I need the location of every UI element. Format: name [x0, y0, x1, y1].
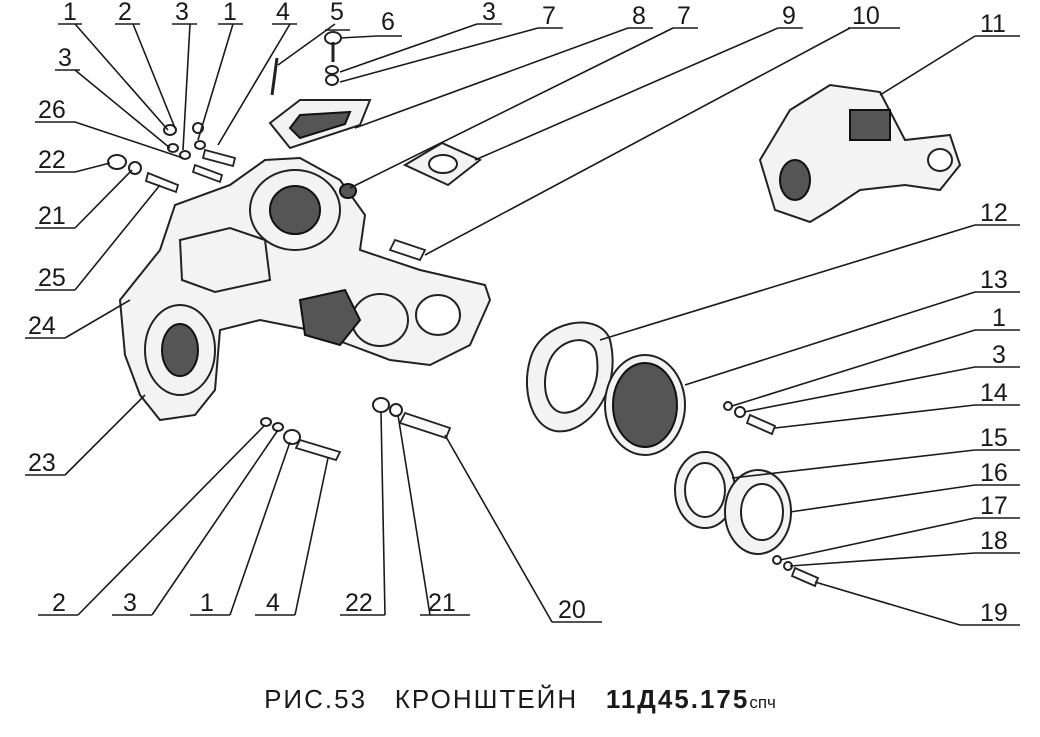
callout-20: 20	[558, 596, 586, 624]
part-code: 11Д45.175	[605, 684, 750, 714]
assembled-bracket-view	[758, 83, 962, 224]
figure-title: КРОНШТЕЙН	[394, 684, 579, 714]
callout-19: 19	[980, 599, 1008, 627]
callout-22: 22	[38, 146, 66, 174]
callout-1: 1	[63, 0, 77, 26]
figure-caption: РИС.53 КРОНШТЕЙН 11Д45.175спч	[0, 684, 1040, 715]
main-bracket-housing	[118, 156, 492, 422]
callout-3: 3	[123, 589, 137, 617]
leader-lines	[25, 23, 1020, 626]
slotted-plate	[268, 99, 372, 150]
callout-15: 15	[980, 424, 1008, 452]
ring-gasket-15	[674, 451, 736, 529]
upper-left-fastener-set	[107, 122, 237, 194]
code-suffix: спч	[749, 693, 776, 712]
callout-11: 11	[980, 10, 1006, 38]
callout-2: 2	[52, 589, 66, 617]
callout-16: 16	[980, 459, 1008, 487]
callout-7: 7	[677, 2, 691, 30]
callout-8: 8	[632, 2, 646, 30]
figure-number: РИС.53	[264, 684, 368, 714]
callout-3: 3	[175, 0, 189, 26]
flange-16	[724, 469, 792, 555]
round-gasket-12	[525, 321, 614, 433]
callout-25: 25	[38, 264, 66, 292]
callout-5: 5	[330, 0, 344, 26]
callout-21: 21	[428, 589, 456, 617]
callout-14: 14	[980, 379, 1008, 407]
cover-13	[604, 354, 686, 456]
callout-4: 4	[276, 0, 290, 26]
pin-10	[388, 238, 427, 262]
callout-23: 23	[28, 449, 56, 477]
pin-5	[270, 57, 279, 96]
callout-3: 3	[58, 44, 72, 72]
right-fastener-set-14	[723, 401, 777, 436]
callout-1: 1	[200, 589, 214, 617]
callout-10: 10	[852, 2, 880, 30]
callout-26: 26	[38, 96, 66, 124]
callout-12: 12	[980, 199, 1008, 227]
callout-1: 1	[223, 0, 237, 26]
callout-3: 3	[992, 341, 1006, 369]
callout-labels: 1 2 3 1 4 5 6 3 7 8 7 9 10 11 3 26 22 21…	[28, 0, 1008, 627]
callout-1: 1	[992, 304, 1006, 332]
callout-18: 18	[980, 527, 1008, 555]
callout-4: 4	[266, 589, 280, 617]
callout-2: 2	[118, 0, 132, 26]
callout-17: 17	[980, 492, 1008, 520]
exploded-parts-diagram: 1 2 3 1 4 5 6 3 7 8 7 9 10 11 3 26 22 21…	[25, 0, 1020, 627]
right-fastener-set-19	[772, 555, 820, 588]
callout-21: 21	[38, 202, 66, 230]
center-fastener-set	[372, 397, 452, 440]
callout-13: 13	[980, 266, 1008, 294]
lower-left-fastener-set	[260, 417, 342, 462]
square-gasket-9	[402, 141, 482, 187]
callout-6: 6	[381, 8, 395, 36]
callout-22: 22	[345, 589, 373, 617]
callout-7: 7	[542, 2, 556, 30]
callout-3: 3	[482, 0, 496, 26]
screw-6	[324, 31, 342, 86]
callout-9: 9	[782, 2, 796, 30]
callout-24: 24	[28, 312, 56, 340]
